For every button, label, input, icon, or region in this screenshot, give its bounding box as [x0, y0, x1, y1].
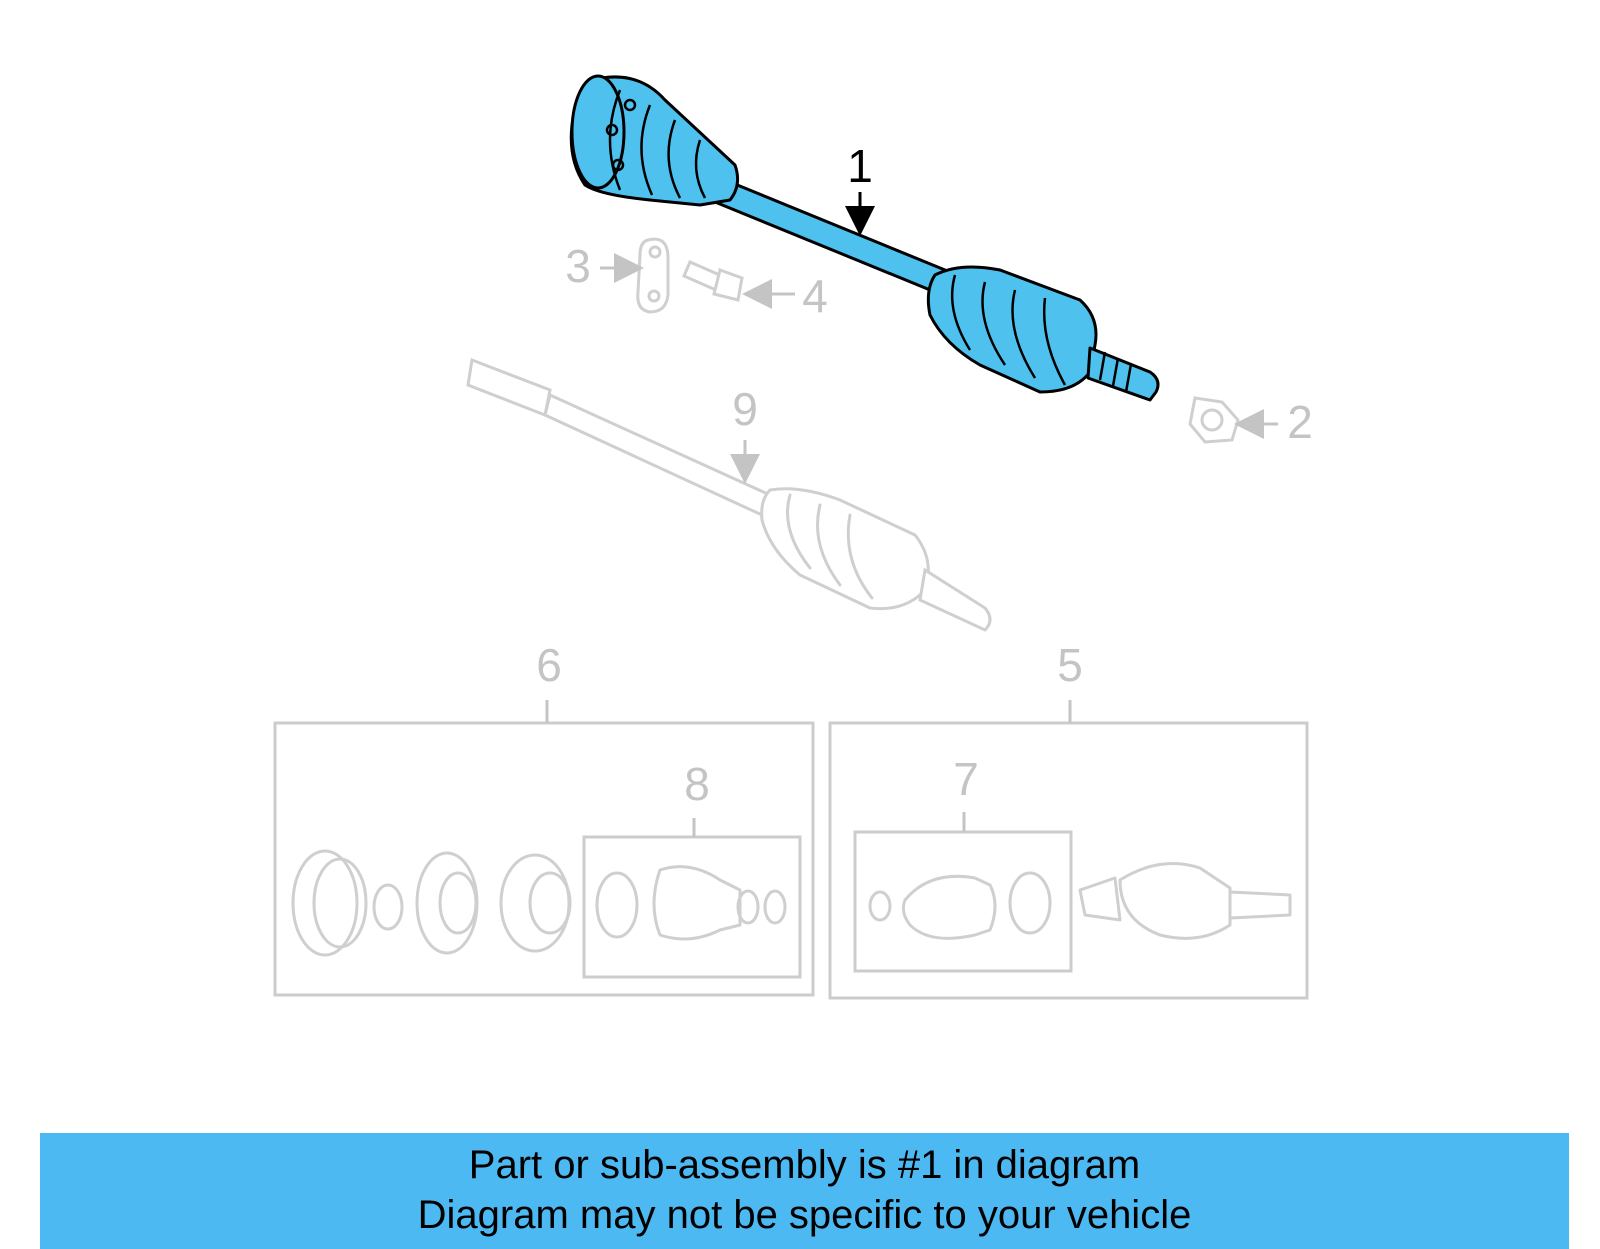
callout-4: 4	[802, 270, 828, 322]
callout-9: 9	[732, 383, 758, 435]
banner-line-primary: Part or sub-assembly is #1 in diagram	[468, 1143, 1141, 1187]
callout-1: 1	[847, 140, 873, 192]
callout-3: 3	[565, 240, 591, 292]
axle-shaft-part-9[interactable]	[466, 357, 992, 632]
callout-2: 2	[1287, 396, 1313, 448]
callout-5: 5	[1057, 639, 1083, 691]
kit-box-6[interactable]	[273, 700, 815, 997]
callout-8: 8	[684, 758, 710, 810]
kit-box-8[interactable]	[582, 818, 802, 979]
banner-line-disclaimer: Diagram may not be specific to your vehi…	[417, 1193, 1192, 1237]
callout-6: 6	[536, 639, 562, 691]
callout-7: 7	[953, 753, 979, 805]
bolt-part-4[interactable]	[682, 260, 744, 302]
drive-axle-assembly[interactable]	[569, 74, 1160, 402]
nut-part-2[interactable]	[1188, 396, 1240, 444]
info-banner: Part or sub-assembly is #1 in diagram Di…	[40, 1133, 1569, 1249]
kit-box-7[interactable]	[853, 812, 1073, 973]
kit-box-5[interactable]	[828, 700, 1309, 1000]
bracket-part-3[interactable]	[636, 237, 670, 314]
